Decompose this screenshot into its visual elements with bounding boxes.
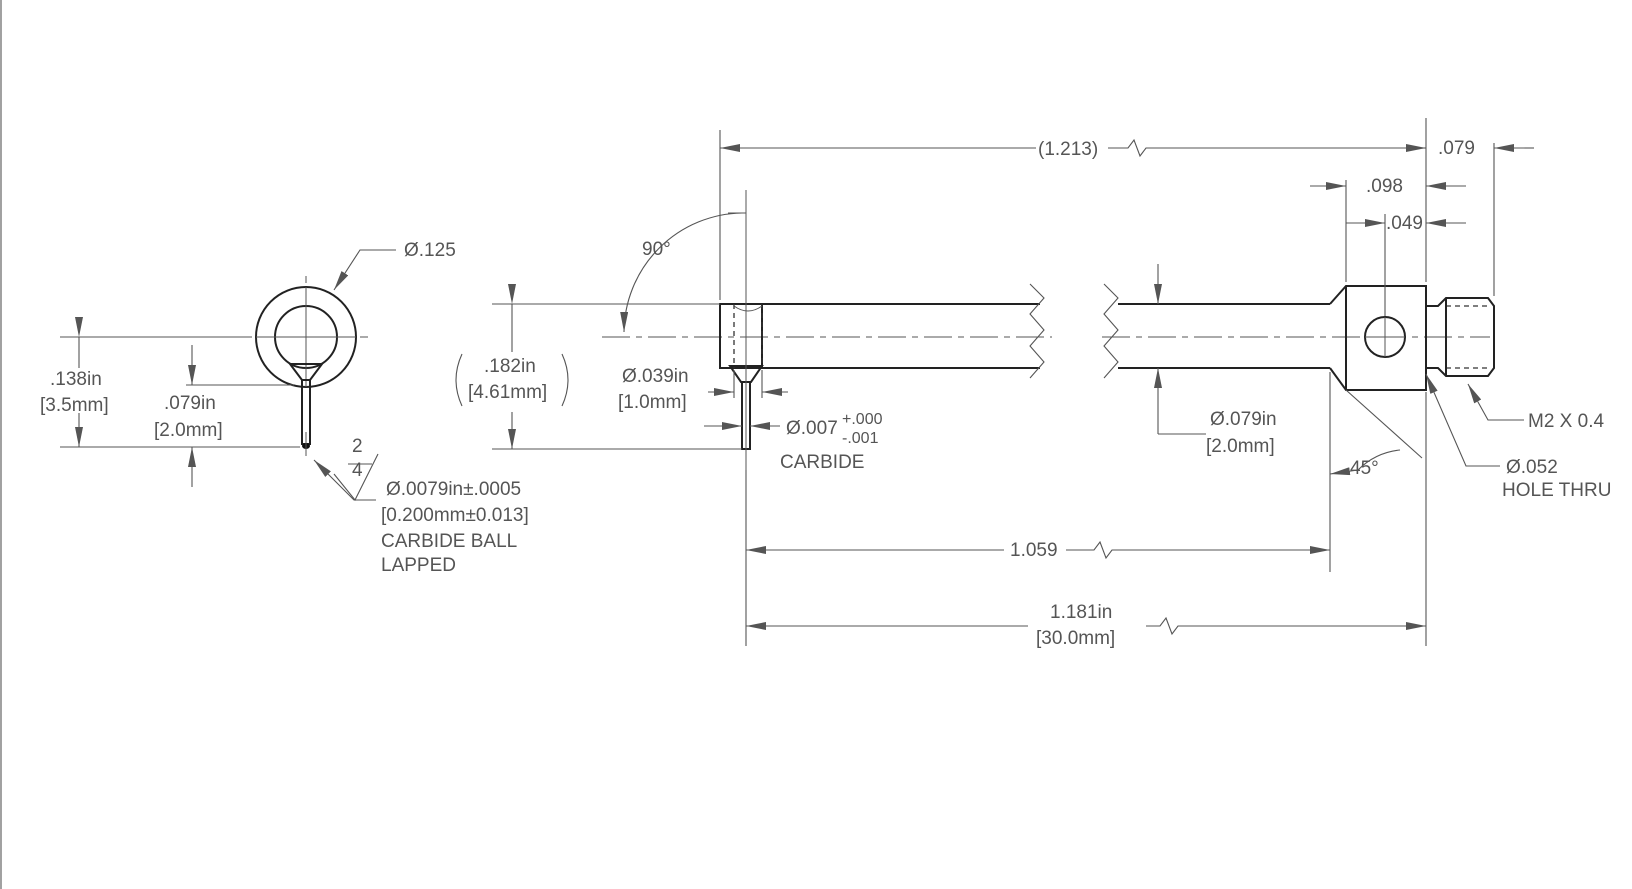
dim-bore-in: Ø.039in: [622, 366, 689, 387]
dim-ball-mm: [0.200mm±0.013]: [381, 505, 529, 526]
finish-value-top: 2: [352, 436, 363, 457]
dim-pin-tol-plus: +.000: [842, 411, 883, 428]
end-view: [60, 249, 396, 502]
dim-shaft-in: Ø.079in: [1210, 409, 1277, 430]
dim-chamfer-angle: 45°: [1350, 458, 1379, 479]
dim-pin-diameter: Ø.007: [786, 418, 838, 439]
note-thread-size: M2 X 0.4: [1528, 411, 1604, 432]
dim-neck-mm: [2.0mm]: [154, 420, 223, 441]
dim-thread-length: .079: [1438, 138, 1475, 159]
dim-tip-angle: 90°: [642, 239, 671, 260]
dim-flat-length: .098: [1366, 176, 1403, 197]
dim-head-diameter: Ø.125: [404, 240, 456, 261]
dim-bore-mm: [1.0mm]: [618, 392, 687, 413]
dim-height-in: .138in: [50, 369, 102, 390]
dim-overall-reference: (1.213): [1038, 139, 1098, 160]
dim-shaft-mm: [2.0mm]: [1206, 436, 1275, 457]
dim-head-height-mm: [4.61mm]: [468, 382, 547, 403]
finish-value-bottom: 4: [352, 460, 363, 481]
dim-height-mm: [3.5mm]: [40, 395, 109, 416]
dim-hole-offset: .049: [1386, 213, 1423, 234]
note-hole-thru: HOLE THRU: [1502, 480, 1611, 501]
note-lapped: LAPPED: [381, 555, 456, 576]
threaded-stud: [1426, 297, 1495, 377]
note-carbide-ball: CARBIDE BALL: [381, 531, 517, 552]
note-pin-material: CARBIDE: [780, 452, 864, 473]
dim-body-length: 1.059: [1010, 540, 1058, 561]
side-view-labels: (1.213) .079 .098 .049 90° .182in [4.61m…: [468, 138, 1611, 649]
dim-pin-tol-minus: -.001: [842, 430, 879, 447]
tip-block: [719, 303, 763, 369]
left-view-labels: Ø.125 .138in [3.5mm] .079in [2.0mm] 2 4 …: [40, 240, 529, 576]
dim-total-length-in: 1.181in: [1050, 602, 1112, 623]
dim-head-height-in: .182in: [484, 356, 536, 377]
dim-neck-in: .079in: [164, 393, 216, 414]
hub: [1329, 285, 1427, 391]
dim-ball-in: Ø.0079in±.0005: [386, 479, 521, 500]
side-view: [455, 118, 1534, 646]
dim-hole-diameter: Ø.052: [1506, 457, 1558, 478]
dim-total-length-mm: [30.0mm]: [1036, 628, 1115, 649]
